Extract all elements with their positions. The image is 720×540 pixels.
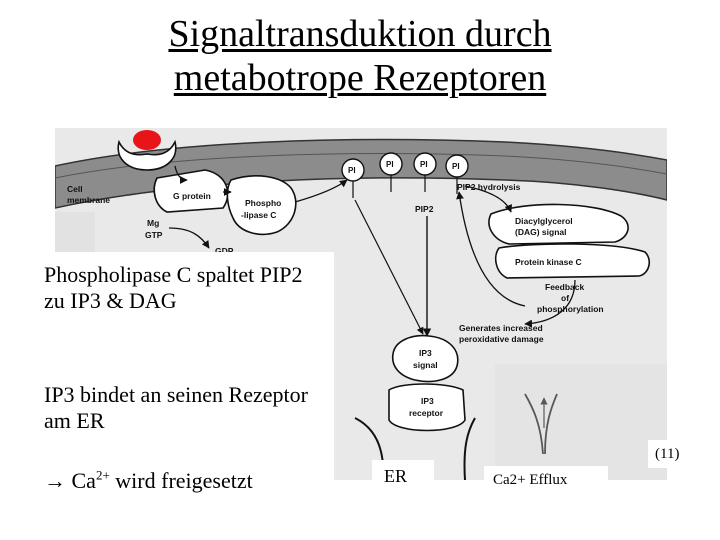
title-line-2: metabotrope Rezeptoren: [173, 57, 547, 99]
mg-label: Mg: [147, 218, 159, 228]
g-protein-shape: [153, 169, 229, 213]
ca-efflux-label: Ca2+ Efflux: [493, 472, 568, 488]
pi-label-1: PI: [348, 166, 356, 175]
dag-label-2: (DAG) signal: [515, 227, 566, 237]
pip2-hydrolysis-label: PIP2 hydrolysis: [457, 182, 521, 192]
pi-label-3: PI: [420, 160, 428, 169]
pkc-label: Protein kinase C: [515, 257, 582, 267]
note-plc: Phospholipase C spaltet PIP2 zu IP3 & DA…: [44, 262, 303, 313]
pi-label-4: PI: [452, 162, 460, 171]
plc-label-2: -lipase C: [241, 210, 276, 220]
note-calcium: → Ca2+ wird freigesetzt: [44, 468, 294, 494]
feedback-label-2: of: [561, 293, 569, 303]
pi-label-2: PI: [386, 160, 394, 169]
ip3-signal-shape: [391, 334, 459, 383]
ligand-shape: [133, 130, 161, 150]
plc-label-1: Phospho: [245, 198, 281, 208]
ca-efflux-channel: [524, 393, 558, 455]
scan-shade-1: [55, 212, 95, 252]
pkc-shape: [494, 243, 651, 279]
ip3-signal-label-1: IP3: [419, 348, 432, 358]
efflux-label-panel: [484, 466, 608, 496]
receptor-to-gprotein-arrow: [174, 165, 188, 184]
peroxidative-label-2: peroxidative damage: [459, 334, 544, 344]
phospholipase-c-shape: [226, 175, 297, 236]
cell-membrane-label-2: membrane: [67, 195, 110, 205]
pkc-to-damage-arrow: [524, 279, 576, 328]
dag-label-1: Diacylglycerol: [515, 216, 573, 226]
er-label-panel: [372, 460, 434, 494]
title-line-1: Signaltransduktion durch: [168, 13, 552, 55]
ip3-receptor-label-1: IP3: [421, 396, 434, 406]
feedback-label-3: phosphorylation: [537, 304, 604, 314]
feedback-arrow: [456, 191, 526, 307]
er-label: ER: [384, 466, 408, 486]
released-text: wird freigesetzt: [109, 468, 253, 493]
gdp-label: GDP: [215, 246, 234, 256]
gtp-label: GTP: [145, 230, 163, 240]
reference-number: (11): [655, 446, 680, 462]
ip3-signal-label-2: signal: [413, 360, 438, 370]
plc-to-pi-arrow: [294, 179, 348, 203]
ip3-receptor-label-2: receptor: [409, 408, 444, 418]
g-protein-label: G protein: [173, 191, 211, 201]
receptor-shape: [117, 139, 177, 171]
pi-to-ip3-arrow: [354, 199, 424, 335]
peroxidative-label-1: Generates increased: [459, 323, 543, 333]
cell-membrane-label-1: Cell: [67, 184, 83, 194]
dag-shape: [488, 203, 629, 245]
calcium-text: Ca: [66, 468, 96, 493]
ip3-receptor-shape: [388, 383, 466, 432]
pi-tails: [352, 175, 458, 198]
pip2-label: PIP2: [415, 204, 434, 214]
gtp-to-gdp-arrow: [168, 227, 210, 249]
calcium-charge: 2+: [95, 467, 110, 483]
pi-group: PI PI PI PI: [341, 152, 469, 198]
feedback-label-1: Feedback: [545, 282, 584, 292]
slide-title: Signaltransduktion durch metabotrope Rez…: [0, 12, 720, 100]
reference-panel: [648, 440, 690, 468]
note-ip3: IP3 bindet an seinen Rezeptor am ER: [44, 382, 308, 433]
notes-panel: [34, 252, 334, 540]
arrow-icon: →: [44, 468, 66, 493]
scan-shade-2: [495, 364, 667, 480]
er-membrane-right: [463, 417, 476, 480]
pip2-to-dag-arrow: [464, 185, 513, 213]
